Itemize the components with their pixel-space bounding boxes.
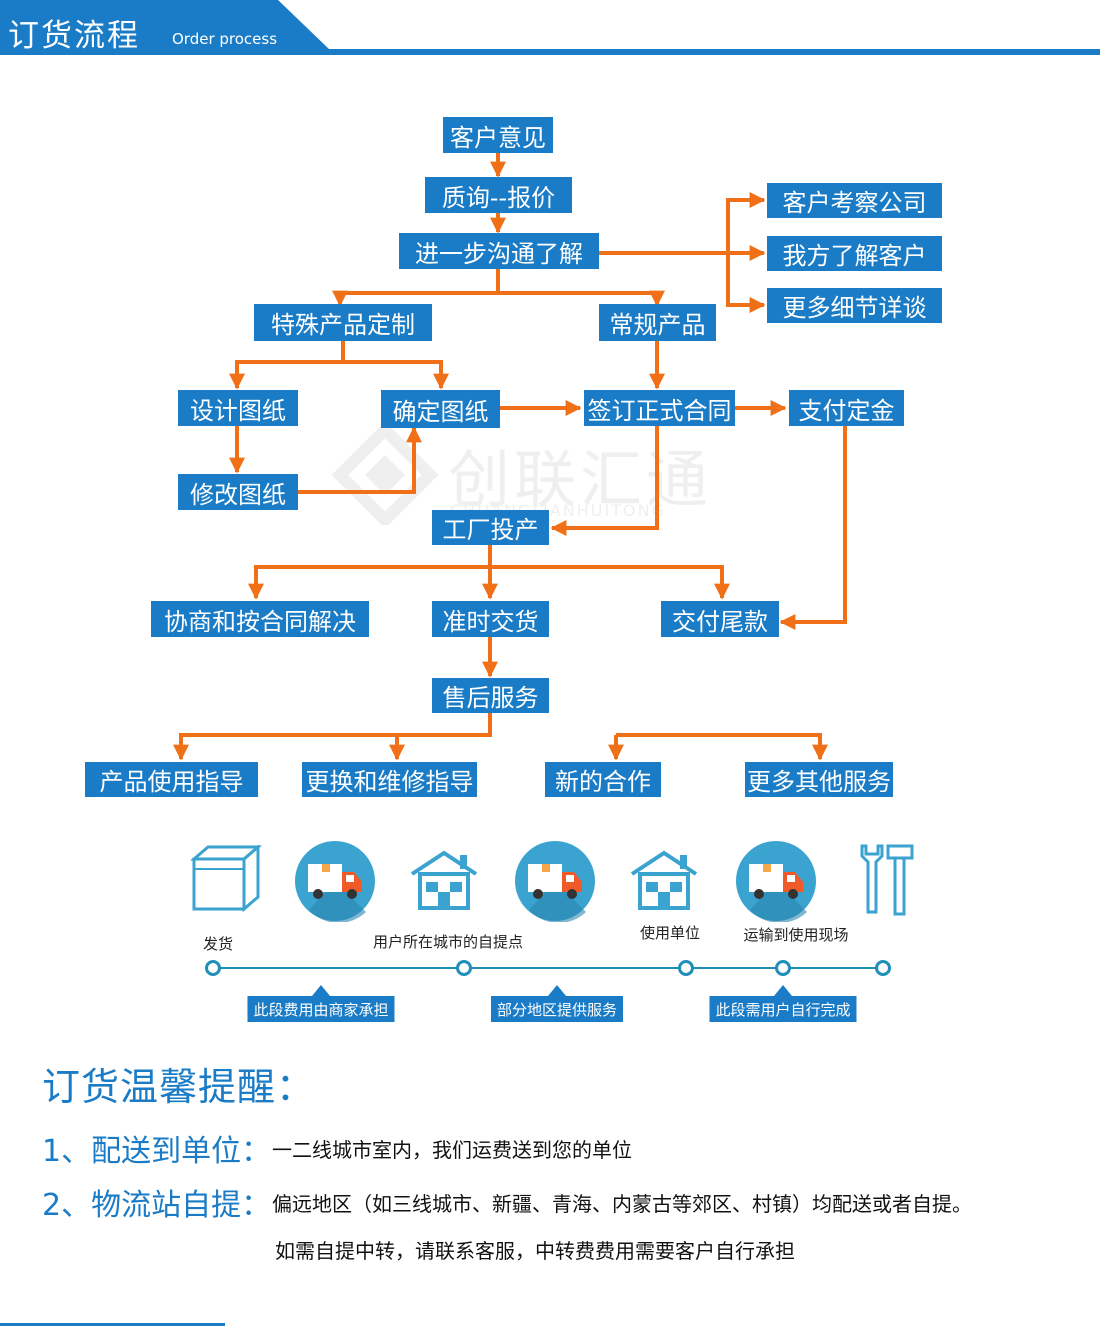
node-replace-repair: 更换和维修指导 (302, 762, 477, 797)
arrow-special-to-confirm (343, 360, 449, 390)
step-label-transport-site: 运输到使用现场 (743, 926, 849, 944)
node-design-drawing: 设计图纸 (178, 390, 298, 426)
node-sign-contract: 签订正式合同 (584, 390, 735, 426)
node-after-sales: 售后服务 (432, 678, 549, 713)
footer-line (0, 1323, 225, 1326)
header-underline (0, 49, 1100, 55)
arrow-special-to-design (229, 340, 345, 390)
tip-text-self-pickup-note: 如需自提中转，请联系客服，中转费费用需要客户自行承担 (275, 1239, 795, 1263)
house-icon (410, 850, 478, 910)
node-customer-opinion: 客户意见 (443, 117, 553, 153)
segment-label-merchant-cost: 此段费用由商家承担 (247, 996, 395, 1022)
segment-label-partial-service: 部分地区提供服务 (490, 996, 624, 1022)
arrow-aftersales-to-more (616, 733, 828, 761)
arrow-aftersales-to-services (173, 713, 492, 761)
node-pay-balance: 交付尾款 (661, 601, 779, 637)
node-inquiry-quote: 质询--报价 (425, 177, 572, 213)
segment-pointer (312, 985, 330, 996)
tip-label-delivery: 1、配送到单位： (42, 1134, 272, 1169)
tools-icon (860, 844, 914, 916)
tip-text-delivery: 一二线城市室内，我们运费送到您的单位 (272, 1138, 632, 1162)
node-modify-drawing: 修改图纸 (178, 474, 298, 510)
truck-icon (295, 841, 375, 922)
arrow-factory-to-balance (490, 565, 730, 600)
arrow-communication-to-regular (498, 290, 665, 307)
node-new-cooperation: 新的合作 (545, 762, 661, 797)
tip-text-self-pickup: 偏远地区（如三线城市、新疆、青海、内蒙古等郊区、村镇）均配送或者自提。 (272, 1192, 972, 1216)
page-title: 订货流程 (8, 18, 140, 54)
arrow-communication-to-visit (598, 192, 766, 255)
arrow-deposit-to-balance (779, 426, 847, 630)
arrow-communication-to-special (332, 268, 500, 307)
node-further-communication: 进一步沟通了解 (399, 233, 599, 269)
segment-pointer (548, 985, 566, 996)
arrow-factory-to-negotiate (248, 545, 492, 600)
timeline-dot (456, 960, 472, 976)
node-pay-deposit: 支付定金 (789, 390, 904, 426)
tip-label-self-pickup: 2、物流站自提： (42, 1188, 272, 1223)
truck-icon (515, 841, 595, 922)
box-icon (190, 845, 262, 913)
arrow-modify-to-confirm (298, 426, 422, 494)
step-label-pickup-point: 用户所在城市的自提点 (372, 933, 524, 951)
house-icon (630, 850, 698, 910)
page-subtitle: Order process (172, 30, 278, 48)
node-customer-visit: 客户考察公司 (767, 183, 942, 218)
step-label-ship: 发货 (202, 935, 234, 953)
node-more-details: 更多细节详谈 (767, 288, 942, 323)
timeline-line (213, 967, 883, 969)
header-tab (0, 0, 330, 50)
segment-pointer (774, 985, 792, 996)
node-more-services: 更多其他服务 (745, 762, 893, 797)
node-usage-guidance: 产品使用指导 (85, 762, 258, 797)
truck-icon (736, 841, 816, 922)
timeline-dot (678, 960, 694, 976)
timeline-dot (775, 960, 791, 976)
arrow-contract-to-factory (550, 426, 659, 536)
node-factory-production: 工厂投产 (432, 510, 549, 545)
step-label-user-unit: 使用单位 (639, 924, 701, 942)
node-regular-product: 常规产品 (599, 304, 716, 341)
node-negotiate-resolve: 协商和按合同解决 (151, 601, 369, 637)
flow-connectors (173, 152, 847, 761)
timeline-dot (875, 960, 891, 976)
segment-label-user-complete: 此段需用户自行完成 (709, 996, 857, 1022)
node-special-product: 特殊产品定制 (254, 304, 432, 341)
tips-title: 订货温馨提醒： (42, 1065, 316, 1109)
arrow-communication-to-details (726, 253, 766, 313)
node-on-time-delivery: 准时交货 (432, 601, 549, 637)
timeline-dot (205, 960, 221, 976)
node-confirm-drawing: 确定图纸 (381, 390, 500, 428)
node-know-customer: 我方了解客户 (767, 236, 942, 271)
